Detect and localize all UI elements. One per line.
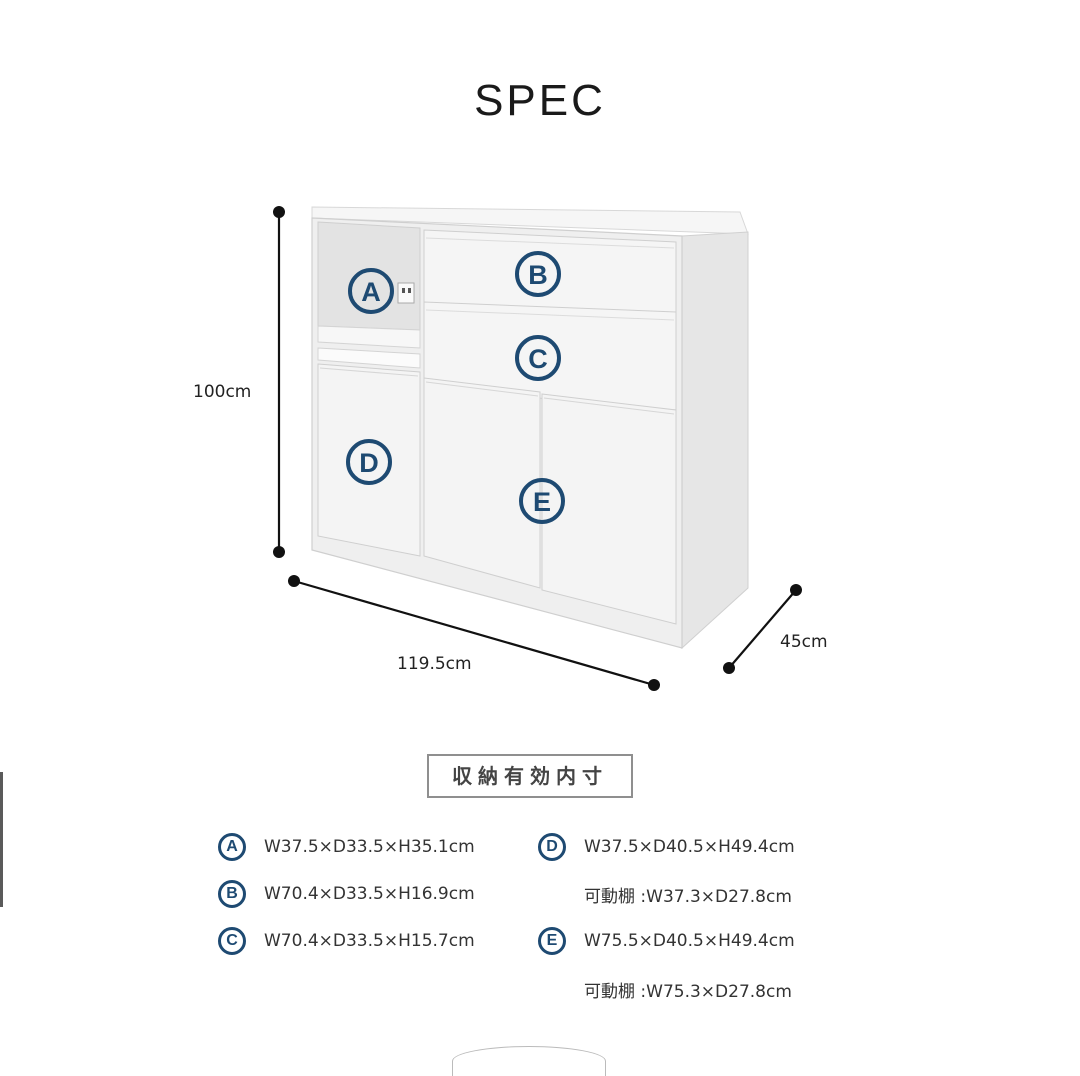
slide-shelf	[317, 347, 421, 369]
spec-row-e: E W75.5×D40.5×H49.4cm	[538, 927, 795, 955]
spec-row-e-shelf: 可動棚 :W75.3×D27.8cm	[584, 977, 792, 1002]
cabinet-diagram: A B C D E	[273, 206, 802, 691]
badge-d-letter: D	[359, 448, 379, 478]
niche-a-shelf	[317, 325, 421, 349]
dimension-lines	[277, 212, 797, 687]
width-label: 119.5cm	[397, 654, 472, 674]
dimension-endpoints	[273, 206, 802, 691]
badge-e-letter: E	[533, 487, 551, 517]
badge-c-icon: C	[218, 927, 246, 955]
spec-row-c: C W70.4×D33.5×H15.7cm	[218, 927, 475, 955]
depth-label: 45cm	[780, 632, 828, 652]
badge-a-icon: A	[348, 268, 394, 314]
badge-c-letter: C	[528, 344, 548, 374]
depth-line	[728, 589, 797, 669]
badge-b-icon: B	[515, 251, 561, 297]
spec-row-d-shelf: 可動棚 :W37.3×D27.8cm	[584, 882, 792, 907]
door-e-left	[423, 377, 541, 589]
badge-b-letter: B	[528, 260, 548, 290]
door-d	[317, 363, 421, 557]
spec-b-text: W70.4×D33.5×H16.9cm	[264, 884, 475, 904]
badge-e-icon: E	[538, 927, 566, 955]
badge-d-icon: D	[346, 439, 392, 485]
spec-a-text: W37.5×D33.5×H35.1cm	[264, 837, 475, 857]
badge-b-icon: B	[218, 880, 246, 908]
section-title: 収納有効内寸	[427, 754, 633, 798]
spec-row-a: A W37.5×D33.5×H35.1cm	[218, 833, 475, 861]
badge-e-icon: E	[519, 478, 565, 524]
spec-d-text: W37.5×D40.5×H49.4cm	[584, 837, 795, 857]
compartment-badges: A B C D E	[346, 251, 565, 524]
badge-c-icon: C	[515, 335, 561, 381]
cabinet	[311, 206, 749, 650]
spec-c-text: W70.4×D33.5×H15.7cm	[264, 931, 475, 951]
scroll-indicator[interactable]	[452, 1046, 606, 1076]
power-outlet	[397, 282, 415, 304]
spec-e-shelf-text: 可動棚 :W75.3×D27.8cm	[584, 982, 792, 1002]
spec-row-d: D W37.5×D40.5×H49.4cm	[538, 833, 795, 861]
height-label: 100cm	[193, 382, 252, 402]
badge-a-icon: A	[218, 833, 246, 861]
badge-d-icon: D	[538, 833, 566, 861]
spec-d-shelf-text: 可動棚 :W37.3×D27.8cm	[584, 887, 792, 907]
spec-row-b: B W70.4×D33.5×H16.9cm	[218, 880, 475, 908]
door-e-right	[541, 393, 677, 625]
width-line	[293, 579, 655, 687]
left-edge-divider	[0, 772, 3, 907]
badge-a-letter: A	[361, 277, 381, 307]
page-title: SPEC	[474, 76, 606, 125]
cabinet-right-side	[681, 231, 749, 650]
spec-e-text: W75.5×D40.5×H49.4cm	[584, 931, 795, 951]
